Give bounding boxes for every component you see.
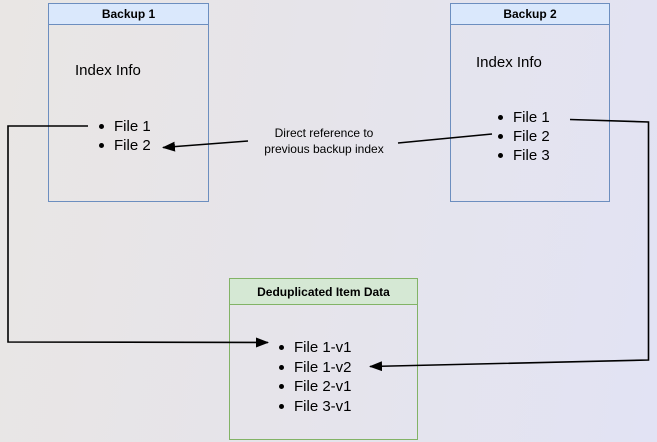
list-item: File 1 [49, 117, 151, 136]
file-label: File 1 [513, 109, 550, 126]
file-label: File 2 [513, 128, 550, 145]
dedup-box: Deduplicated Item Data File 1-v1 File 1-… [229, 278, 418, 440]
backup2-header: Backup 2 [451, 4, 609, 25]
file-label: File 1 [114, 118, 151, 135]
backup1-file-list: File 1 File 2 [49, 117, 151, 155]
file-label: File 1-v1 [294, 339, 352, 357]
list-item: File 1-v2 [230, 358, 352, 378]
backup2-index-info-label: Index Info [476, 54, 542, 71]
bullet-icon [99, 124, 104, 129]
file-label: File 3-v1 [294, 397, 352, 415]
list-item: File 2 [451, 127, 550, 146]
list-item: File 2-v1 [230, 377, 352, 397]
list-item: File 3-v1 [230, 397, 352, 417]
backup2-box: Backup 2 Index Info File 1 File 2 File 3 [450, 3, 610, 202]
file-label: File 2 [114, 137, 151, 154]
bullet-icon [279, 364, 284, 370]
file-label: File 2-v1 [294, 378, 352, 396]
list-item: File 1-v1 [230, 338, 352, 358]
list-item: File 2 [49, 136, 151, 155]
backup2-title: Backup 2 [503, 7, 557, 21]
backup1-index-info-label: Index Info [75, 62, 141, 79]
edge-label-line1: Direct reference to [274, 126, 374, 140]
bullet-icon [279, 384, 284, 390]
bullet-icon [498, 115, 503, 120]
bullet-icon [99, 143, 104, 148]
dedup-header: Deduplicated Item Data [230, 279, 417, 305]
bullet-icon [498, 153, 503, 158]
bullet-icon [498, 134, 503, 139]
dedup-item-list: File 1-v1 File 1-v2 File 2-v1 File 3-v1 [230, 338, 352, 416]
backup1-box: Backup 1 Index Info File 1 File 2 [48, 3, 209, 202]
backup1-header: Backup 1 [49, 4, 208, 25]
edge-label: Direct reference to previous backup inde… [234, 125, 414, 157]
bullet-icon [279, 345, 284, 351]
bullet-icon [279, 403, 284, 409]
dedup-title: Deduplicated Item Data [257, 284, 390, 299]
backup1-title: Backup 1 [101, 7, 156, 21]
list-item: File 3 [451, 146, 550, 165]
backup2-file-list: File 1 File 2 File 3 [451, 108, 550, 165]
list-item: File 1 [451, 108, 550, 127]
file-label: File 1-v2 [294, 358, 352, 376]
file-label: File 3 [513, 147, 550, 164]
edge-label-line2: previous backup index [264, 142, 384, 156]
